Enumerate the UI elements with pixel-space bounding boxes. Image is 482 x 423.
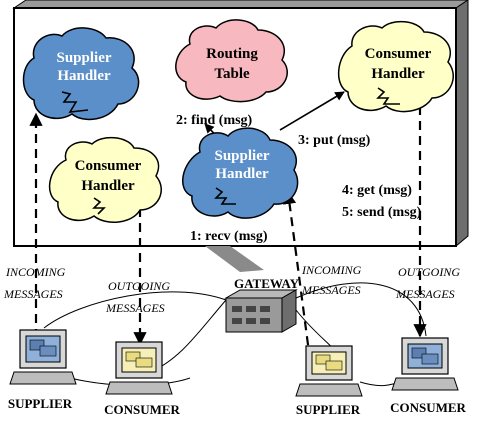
node-label: Handler [81, 178, 135, 194]
consumer-computer-left: CONSUMER [104, 341, 181, 417]
outgoing-left-label: MESSAGES [105, 301, 165, 315]
supplier-handler-top: Supplier Handler [22, 27, 140, 121]
incoming-left-label: MESSAGES [3, 287, 63, 301]
node-label: Routing [206, 46, 258, 62]
consumer-handler-left: Consumer Handler [48, 136, 162, 223]
node-label: Handler [371, 66, 425, 82]
node-label: Supplier [56, 50, 111, 66]
put-arrow [279, 91, 345, 131]
outgoing-right-label: MESSAGES [395, 287, 455, 301]
node-label: Consumer [365, 46, 432, 62]
thread-icon [214, 187, 236, 205]
machine-label: SUPPLIER [296, 402, 361, 417]
thread-icon [61, 91, 89, 113]
incoming-right-path [282, 190, 312, 361]
edge-label-find: 2: find (msg) [176, 113, 253, 128]
incoming-right-label: MESSAGES [301, 283, 361, 297]
edge-label-recv: 1: recv (msg) [190, 229, 268, 244]
edge-label-send: 5: send (msg) [342, 205, 422, 220]
machine-label: CONSUMER [390, 400, 466, 415]
node-label: Table [214, 66, 250, 82]
machine-label: CONSUMER [104, 402, 180, 417]
outgoing-left-label: OUTGOING [108, 279, 170, 293]
node-label: Supplier [214, 148, 269, 164]
supplier-computer-left: SUPPLIER [8, 329, 77, 411]
gateway-label: GATEWAY [234, 276, 300, 291]
flow-labels: INCOMING MESSAGES OUTGOING MESSAGES INCO… [3, 263, 460, 315]
outgoing-right-label: OUTGOING [398, 265, 460, 279]
node-label: Consumer [75, 158, 142, 174]
edge-label-put: 3: put (msg) [298, 133, 371, 148]
incoming-left-label: INCOMING [5, 265, 66, 279]
consumer-handler-right: Consumer Handler [337, 20, 454, 113]
node-label: Handler [215, 166, 269, 182]
routing-table: Routing Table [175, 19, 288, 103]
thread-icon [376, 87, 400, 105]
edge-label-get: 4: get (msg) [342, 183, 412, 198]
consumer-computer-right: CONSUMER [390, 337, 467, 415]
edge-labels: 2: find (msg) 3: put (msg) 4: get (msg) … [176, 113, 422, 244]
supplier-handler-center: Supplier Handler [182, 127, 299, 219]
message-paths [29, 106, 427, 361]
node-label: Handler [57, 68, 111, 84]
incoming-right-label: INCOMING [301, 263, 362, 277]
gateway-server-icon [224, 289, 298, 333]
machine-label: SUPPLIER [8, 396, 73, 411]
supplier-computer-right: SUPPLIER [295, 345, 363, 417]
panel-projection [205, 246, 264, 272]
thread-icon [92, 197, 106, 215]
